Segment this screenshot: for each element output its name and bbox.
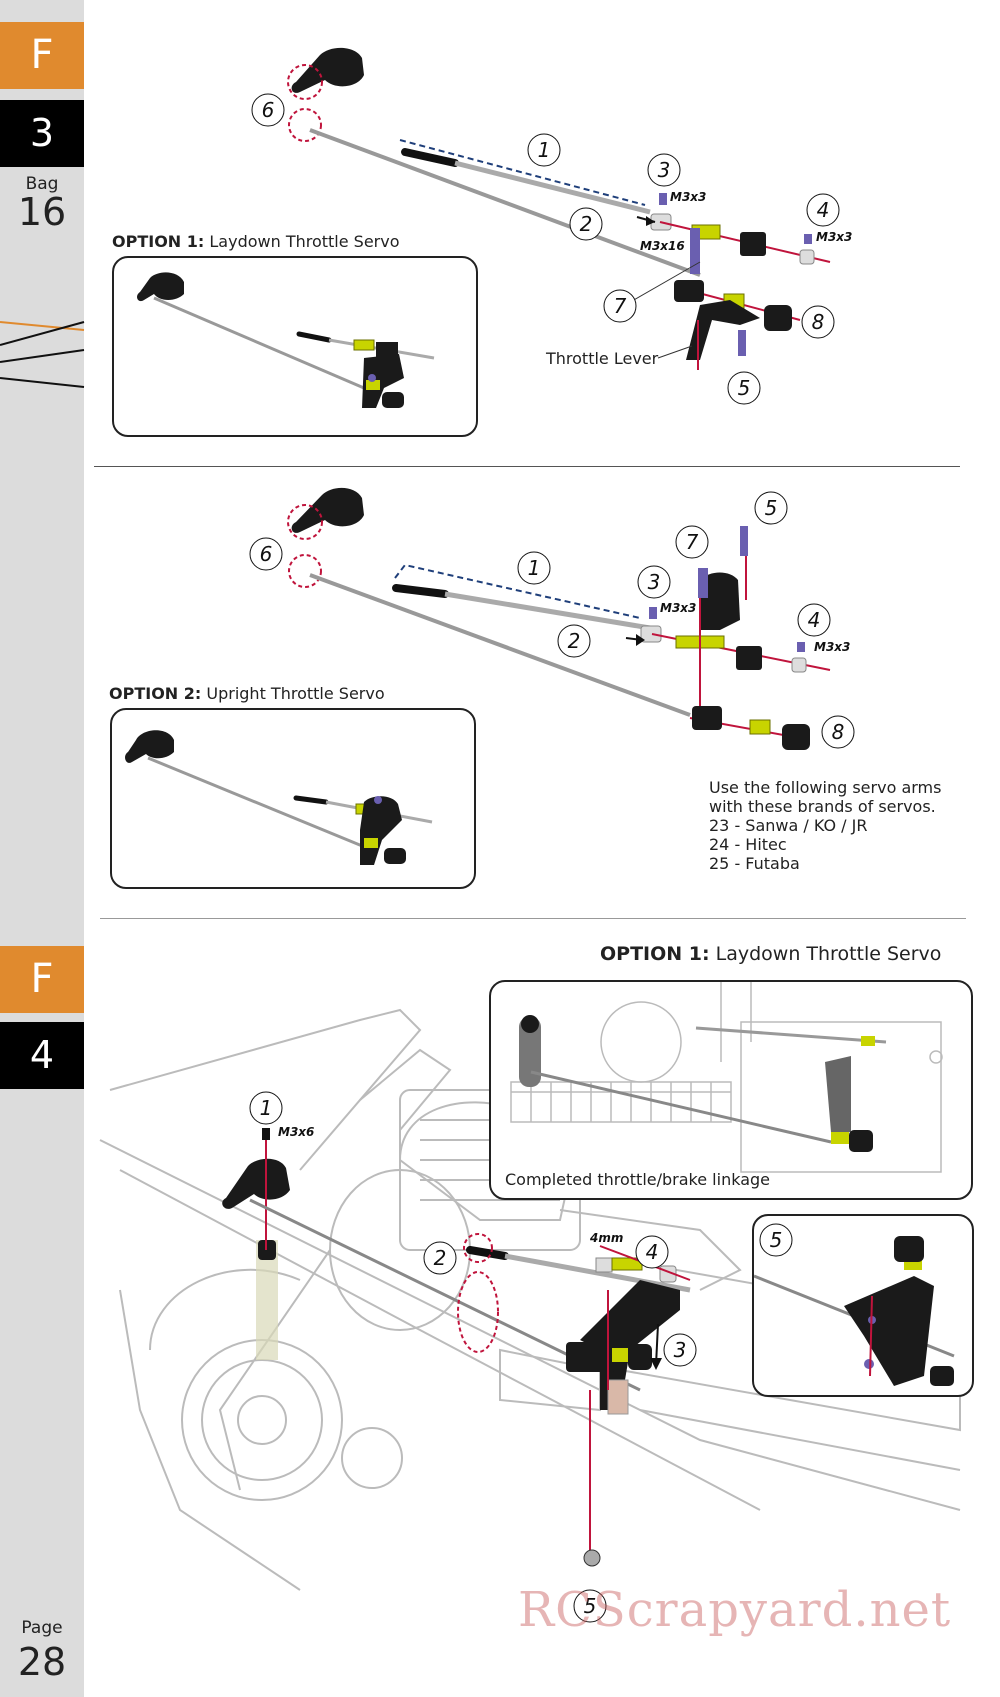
screw-label-m3x3-d: M3x3 bbox=[814, 640, 850, 654]
step4-part-number-5: 5 bbox=[584, 1594, 597, 1618]
bag-number: 16 bbox=[17, 190, 67, 234]
completed-linkage-image bbox=[510, 982, 943, 1173]
screw-label-m3x6: M3x6 bbox=[278, 1125, 314, 1139]
screw-label-m3x16: M3x16 bbox=[640, 239, 685, 253]
part-number-4: 4 bbox=[817, 198, 830, 222]
part-number-3-opt2: 3 bbox=[648, 570, 661, 594]
option1-assembled-image bbox=[137, 272, 435, 408]
detail-inset: 5 bbox=[752, 1214, 974, 1397]
part-number-5-opt2: 5 bbox=[765, 496, 778, 520]
inset-caption: Completed throttle/brake linkage bbox=[505, 1170, 770, 1189]
step3-option2-exploded-diagram: 6 1 3 2 7 5 4 8 M3x3 M3x3 bbox=[249, 487, 855, 750]
step4-part-number-3: 3 bbox=[674, 1338, 687, 1362]
divider-2 bbox=[100, 918, 966, 919]
screw-label-m3x3-b: M3x3 bbox=[816, 230, 852, 244]
part-number-6-opt2: 6 bbox=[260, 542, 273, 566]
part-number-3: 3 bbox=[658, 158, 671, 182]
step-number-2: 4 bbox=[0, 1022, 84, 1089]
step3-option1-exploded-diagram: 6 1 3 2 4 7 8 5 M3x3 M3x16 M3x3 Throttle… bbox=[251, 47, 852, 405]
part-number-5: 5 bbox=[738, 376, 751, 400]
part-number-6: 6 bbox=[262, 98, 275, 122]
part-number-7-opt2: 7 bbox=[686, 530, 699, 554]
page-label: Page bbox=[21, 1618, 63, 1638]
option2-inset bbox=[110, 708, 476, 889]
part-number-8-opt2: 8 bbox=[832, 720, 845, 744]
part-number-7: 7 bbox=[614, 294, 627, 318]
throttle-lever-label: Throttle Lever bbox=[545, 349, 659, 368]
section-letter-2: F bbox=[0, 946, 84, 1013]
option2-assembled-image bbox=[125, 730, 433, 865]
option2-title: OPTION 2: Upright Throttle Servo bbox=[109, 684, 385, 703]
part-number-8: 8 bbox=[812, 310, 825, 334]
part-number-1-opt2: 1 bbox=[528, 556, 541, 580]
section-letter: F bbox=[0, 22, 84, 89]
sidebar: F 3 Bag 16 F 4 Page 28 bbox=[0, 0, 84, 1697]
divider-1 bbox=[94, 466, 960, 467]
detail-part-number-5: 5 bbox=[770, 1228, 783, 1252]
step4-part-number-2: 2 bbox=[434, 1246, 447, 1270]
step4-chassis-diagram: 1 2 3 4 5 M3x6 4mm bbox=[99, 1008, 961, 1623]
servo-arm-note: Use the following servo arms with these … bbox=[709, 778, 942, 873]
watermark: RCScrapyard.net bbox=[518, 1582, 952, 1638]
page-number: 28 bbox=[17, 1640, 67, 1684]
step4-part-number-4: 4 bbox=[646, 1240, 659, 1264]
step4-option1-title: OPTION 1: Laydown Throttle Servo bbox=[600, 943, 942, 965]
part-number-2-opt2: 2 bbox=[568, 629, 581, 653]
step4-part-number-1: 1 bbox=[260, 1096, 273, 1120]
screw-label-m3x3-c: M3x3 bbox=[660, 601, 696, 615]
detail-image: 5 bbox=[754, 1223, 955, 1386]
bag-label: Bag bbox=[25, 174, 59, 194]
step-number: 3 bbox=[0, 100, 84, 167]
part-number-2: 2 bbox=[580, 212, 593, 236]
option1-title: OPTION 1: Laydown Throttle Servo bbox=[112, 232, 400, 251]
sidebar-decor-lines bbox=[0, 321, 85, 388]
screw-label-m3x3: M3x3 bbox=[670, 190, 706, 204]
part-number-4-opt2: 4 bbox=[808, 608, 821, 632]
part-number-1: 1 bbox=[538, 138, 551, 162]
completed-linkage-inset: Completed throttle/brake linkage bbox=[489, 980, 973, 1200]
size-label-4mm: 4mm bbox=[589, 1231, 623, 1245]
option1-inset bbox=[112, 256, 478, 437]
